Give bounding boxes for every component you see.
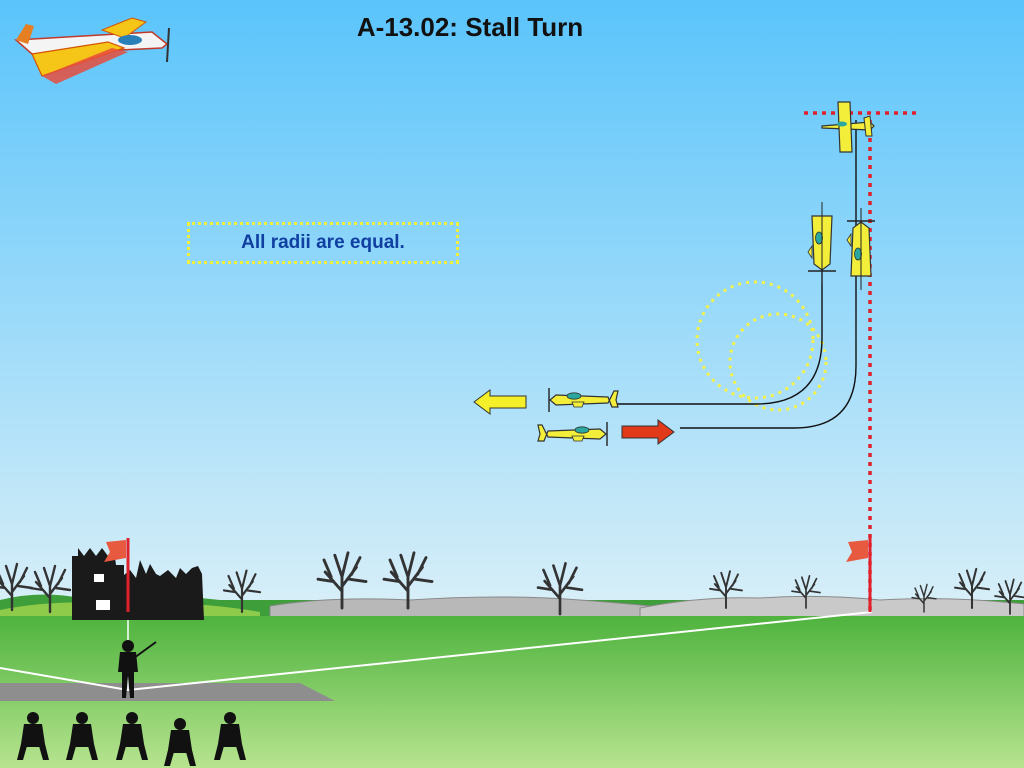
radii-note-box: All radii are equal. [187, 222, 459, 264]
sky [0, 0, 1024, 600]
flag-icon [104, 538, 130, 612]
sight-line [0, 667, 129, 691]
aerobatic-plane-logo-icon [14, 17, 170, 84]
entry-path [680, 120, 857, 429]
rock-ridge [269, 596, 651, 621]
rock-ridge [639, 595, 1024, 621]
radius-circle [728, 312, 828, 412]
ruin-icon [72, 548, 204, 620]
runway [0, 683, 335, 701]
plane-icon [821, 101, 875, 153]
exit-path [610, 270, 823, 405]
radius-circle [695, 280, 815, 400]
arrow-right-icon [621, 419, 675, 445]
pilot-icon [118, 640, 157, 698]
sight-line [127, 611, 873, 691]
radii-note-text: All radii are equal. [241, 232, 405, 253]
slide-title: A-13.02: Stall Turn [356, 12, 584, 42]
arrow-left-icon [473, 389, 527, 415]
